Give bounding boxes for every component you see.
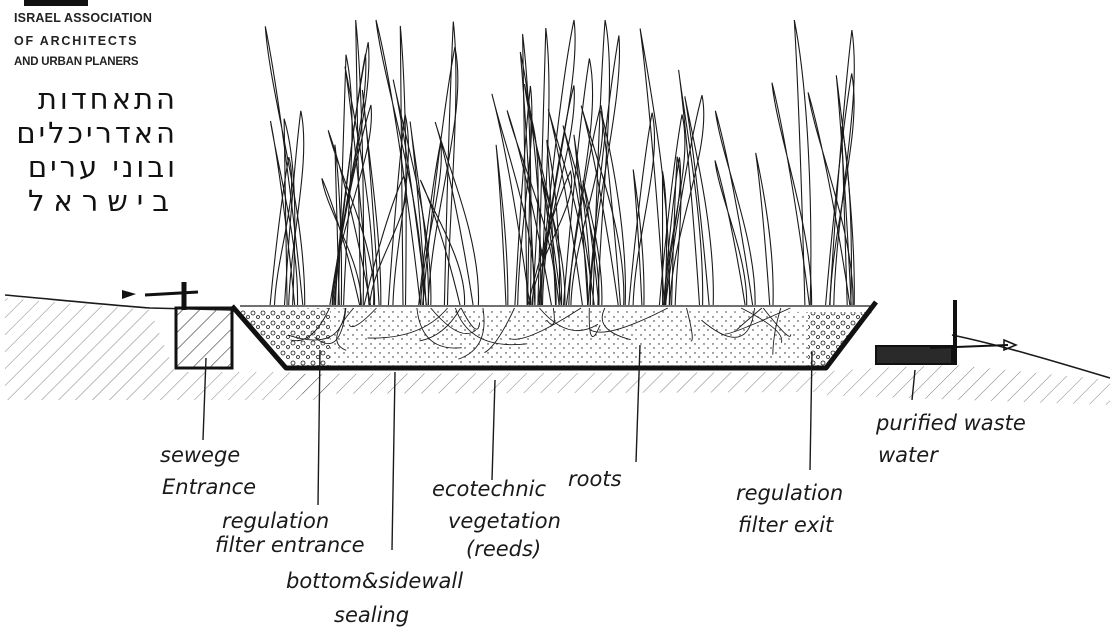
label-filter-entrance-line-1: regulation (222, 509, 329, 533)
label-filter-exit-line-1: regulation (736, 481, 843, 505)
label-sealing-line-1: bottom&sidewall (286, 569, 463, 593)
label-vegetation-line-3: (reeds) (466, 537, 541, 561)
purified-water-chamber (876, 346, 952, 364)
leader-vegetation (492, 380, 495, 480)
label-purified-water-line-1: purified waste (875, 411, 1026, 435)
gravel-entrance-zone (238, 308, 330, 366)
reed-stroke (794, 20, 811, 305)
reed-stroke (629, 113, 655, 305)
label-sewage-entrance-line-2: Entrance (162, 475, 256, 499)
soil-hatching-bottom (290, 372, 820, 394)
label-vegetation-line-1: ecotechnic (432, 477, 546, 501)
reed-stroke (496, 145, 508, 305)
reed-stroke (715, 111, 755, 305)
inlet-arrow-icon (122, 290, 136, 299)
soil-hatching-right (820, 365, 1110, 405)
reed-vegetation (265, 20, 854, 305)
label-filter-exit-line-2: filter exit (738, 513, 834, 537)
label-sewage-entrance-line-1: sewege (160, 443, 240, 467)
label-sealing-line-2: sealing (334, 603, 409, 627)
label-filter-entrance-line-2: filter entrance (215, 533, 365, 557)
reed-stroke (364, 176, 406, 305)
sewage-inlet-pipe-arm (145, 292, 198, 295)
label-roots: roots (568, 467, 622, 491)
reed-stroke (400, 26, 406, 305)
reed-stroke (640, 29, 669, 306)
label-purified-water-line-2: water (878, 443, 939, 467)
leader-bottom-sidewall-sealing (392, 372, 395, 550)
label-vegetation-line-2: vegetation (448, 509, 561, 533)
reed-stroke (574, 135, 591, 305)
leader-regulation-filter-entrance (318, 350, 320, 505)
reed-stroke (564, 59, 593, 306)
reed-stroke (715, 160, 747, 305)
reed-stroke (588, 36, 620, 306)
sewage-entrance-chamber (176, 308, 232, 368)
reed-stroke (756, 153, 773, 305)
diagram-labels: sewege Entrance regulation filter entran… (160, 411, 1026, 627)
